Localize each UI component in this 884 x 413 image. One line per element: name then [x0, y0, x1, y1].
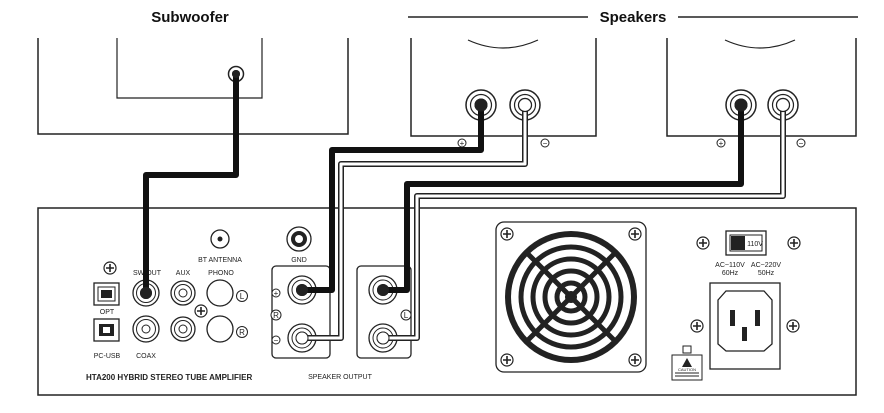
fan-screw-top-left [500, 227, 514, 241]
speaker-right-pos-cap [775, 97, 791, 113]
amp-right-channel-mark [400, 309, 412, 321]
speaker-right-polarity-mark-1 [716, 138, 726, 148]
amp-left-pos-cap [295, 331, 309, 345]
subwoofer-panel [116, 38, 263, 99]
inlet-screw-right [786, 319, 800, 333]
switch-screw-left [696, 236, 710, 250]
coax-jack[interactable] [132, 315, 160, 343]
amp-right-pos-cap [376, 331, 390, 345]
amp-left-polarity-1: + [274, 289, 279, 298]
aux-left-jack[interactable] [170, 280, 196, 306]
speaker-right: + − [666, 38, 857, 148]
speaker-left-polarity-mark-2 [540, 138, 550, 148]
speaker-right-polarity-1: + [719, 139, 724, 148]
phono-ground-screw [194, 304, 208, 318]
phono-left-jack[interactable] [206, 279, 234, 307]
phono-right-jack[interactable] [206, 315, 234, 343]
bt-antenna-label: BT ANTENNA [198, 257, 242, 264]
amp-left-polarity-mark-1 [271, 288, 281, 298]
left-speaker-negative-cable [302, 105, 484, 293]
right-speaker-negative-cable [383, 105, 744, 293]
panel-screw-input [103, 261, 117, 275]
ac-220v-label: AC~220V [751, 262, 781, 269]
amp-left-neg-cap [296, 284, 308, 296]
hz-60-label: 60Hz [722, 270, 739, 277]
subwoofer-unit [37, 38, 349, 135]
amp-left-channel-mark [270, 309, 282, 321]
speaker-left-neg-cap [474, 98, 488, 112]
ac-power-inlet[interactable] [709, 282, 781, 370]
pc-usb-port[interactable] [93, 318, 120, 342]
coax-label: COAX [136, 353, 156, 360]
speaker-right-outline [666, 38, 857, 137]
speakers-heading: Speakers [600, 9, 667, 26]
amp-right-channel-label: L [404, 311, 409, 320]
speaker-left: + − [410, 38, 597, 148]
ac-110v-label: AC~110V [715, 262, 745, 269]
phono-r-label: R [239, 328, 245, 337]
inlet-screw-left [690, 319, 704, 333]
cooling-fan [495, 221, 647, 373]
right-speaker-positive-cable [383, 105, 785, 340]
subwoofer-outline [37, 38, 349, 135]
phono-l-label: L [240, 292, 245, 301]
speaker-right-cone [724, 39, 796, 49]
model-label: HTA200 HYBRID STEREO TUBE AMPLIFIER [86, 373, 252, 382]
phono-l-mark [236, 290, 248, 302]
amp-left-polarity-2: − [274, 336, 279, 345]
speaker-left-outline [410, 38, 597, 137]
phono-label: PHONO [208, 270, 234, 277]
amp-left-polarity-mark-2 [271, 335, 281, 345]
subwoofer-heading: Subwoofer [151, 9, 229, 26]
caution-label [671, 345, 703, 381]
hz-50-label: 50Hz [758, 270, 775, 277]
voltage-selector-switch[interactable] [725, 230, 767, 256]
speaker-left-pos-cap [517, 97, 533, 113]
gnd-terminal[interactable] [286, 226, 312, 252]
gnd-label: GND [291, 257, 307, 264]
speaker-right-neg-cap [734, 98, 748, 112]
pc-usb-label: PC-USB [94, 353, 121, 360]
switch-screw-right [787, 236, 801, 250]
fan-screw-bottom-left [500, 353, 514, 367]
voltage-switch-label: 110V [747, 241, 763, 248]
left-speaker-positive-cable [302, 105, 527, 340]
cables [143, 74, 786, 341]
amp-left-channel-label: R [273, 311, 279, 320]
optical-input[interactable] [93, 282, 120, 306]
subwoofer-jack-cap [232, 70, 240, 78]
caution-text: CAUTION [678, 367, 696, 372]
speaker-output-label: SPEAKER OUTPUT [308, 374, 373, 381]
aux-label: AUX [176, 270, 191, 277]
speaker-right-polarity-mark-2 [796, 138, 806, 148]
fan-screw-top-right [628, 227, 642, 241]
bt-antenna-connector[interactable] [210, 229, 230, 249]
subwoofer-cable [143, 74, 239, 293]
amp-right-neg-cap [377, 284, 389, 296]
aux-right-jack[interactable] [170, 316, 196, 342]
sw-out-jack-cap [140, 287, 152, 299]
opt-label: OPT [100, 309, 115, 316]
speaker-left-polarity-1: + [460, 139, 465, 148]
speaker-right-polarity-2: − [799, 139, 804, 148]
speaker-left-polarity-2: − [543, 139, 548, 148]
phono-r-mark [236, 326, 248, 338]
speaker-left-cone [467, 39, 539, 49]
fan-screw-bottom-right [628, 353, 642, 367]
amplifier-rear-panel: BT ANTENNA SW OUT AUX PHONO OPT PC-USB [37, 207, 857, 396]
